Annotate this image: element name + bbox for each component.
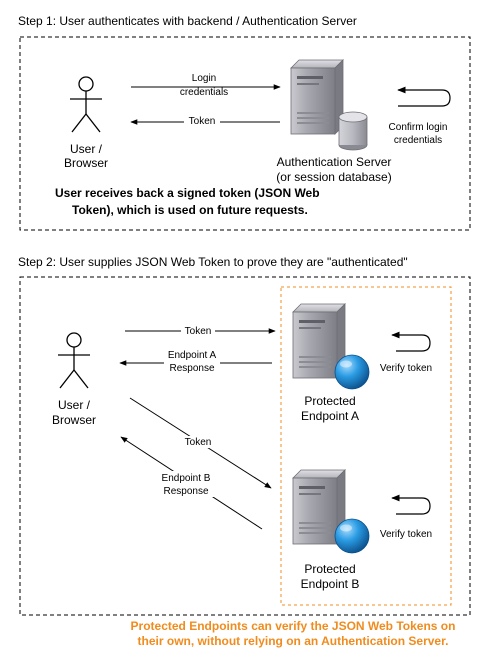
verify-a-loop-arrow-icon	[391, 331, 431, 352]
step1-user-icon	[69, 76, 103, 133]
verify-b-loop-arrow-icon	[391, 494, 431, 515]
step2-title: Step 2: User supplies JSON Web Token to …	[18, 255, 408, 269]
footer-note-2: their own, without relying on an Authent…	[138, 634, 449, 648]
response-a-label-1: Endpoint A	[168, 350, 217, 361]
protected-endpoints-group	[280, 286, 452, 606]
step2-user-label-1: User /	[58, 398, 91, 412]
step1-user-label-1: User /	[70, 142, 103, 156]
endpoint-a-label-1: Protected	[304, 394, 355, 408]
step1-container	[19, 36, 471, 231]
token-return-label: Token	[189, 116, 216, 127]
login-credentials-label-1: Login	[192, 73, 216, 84]
response-a-label-2: Response	[169, 363, 214, 374]
step1-note-1: User receives back a signed token (JSON …	[55, 186, 320, 200]
response-b-label-2: Response	[163, 486, 208, 497]
step2-user-label-2: Browser	[52, 413, 96, 427]
step1-note-2: Token), which is used on future requests…	[72, 203, 308, 217]
step1-user-label-2: Browser	[64, 156, 108, 170]
auth-server-label-2: (or session database)	[276, 170, 391, 184]
confirm-label-1: Confirm login	[389, 122, 448, 133]
step2-container	[19, 276, 471, 616]
verify-b-label: Verify token	[380, 529, 432, 540]
confirm-loop-arrow-icon	[397, 86, 451, 107]
step2-user-icon	[57, 332, 91, 389]
token-a-label: Token	[185, 326, 212, 337]
endpoint-a-label-2: Endpoint A	[301, 409, 359, 423]
footer-note-1: Protected Endpoints can verify the JSON …	[131, 619, 456, 633]
endpoint-b-globe-icon	[334, 518, 370, 554]
response-b-label-1: Endpoint B	[162, 473, 211, 484]
verify-a-label: Verify token	[380, 363, 432, 374]
login-credentials-label-2: credentials	[180, 87, 228, 98]
endpoint-b-label-1: Protected	[304, 562, 355, 576]
endpoint-a-globe-icon	[334, 354, 370, 390]
auth-server-label-1: Authentication Server	[277, 155, 392, 169]
step1-title: Step 1: User authenticates with backend …	[18, 14, 357, 28]
confirm-label-2: credentials	[394, 135, 442, 146]
auth-server-icon	[290, 59, 344, 135]
token-b-label: Token	[185, 437, 212, 448]
endpoint-b-label-2: Endpoint B	[301, 577, 360, 591]
database-icon	[338, 111, 368, 151]
